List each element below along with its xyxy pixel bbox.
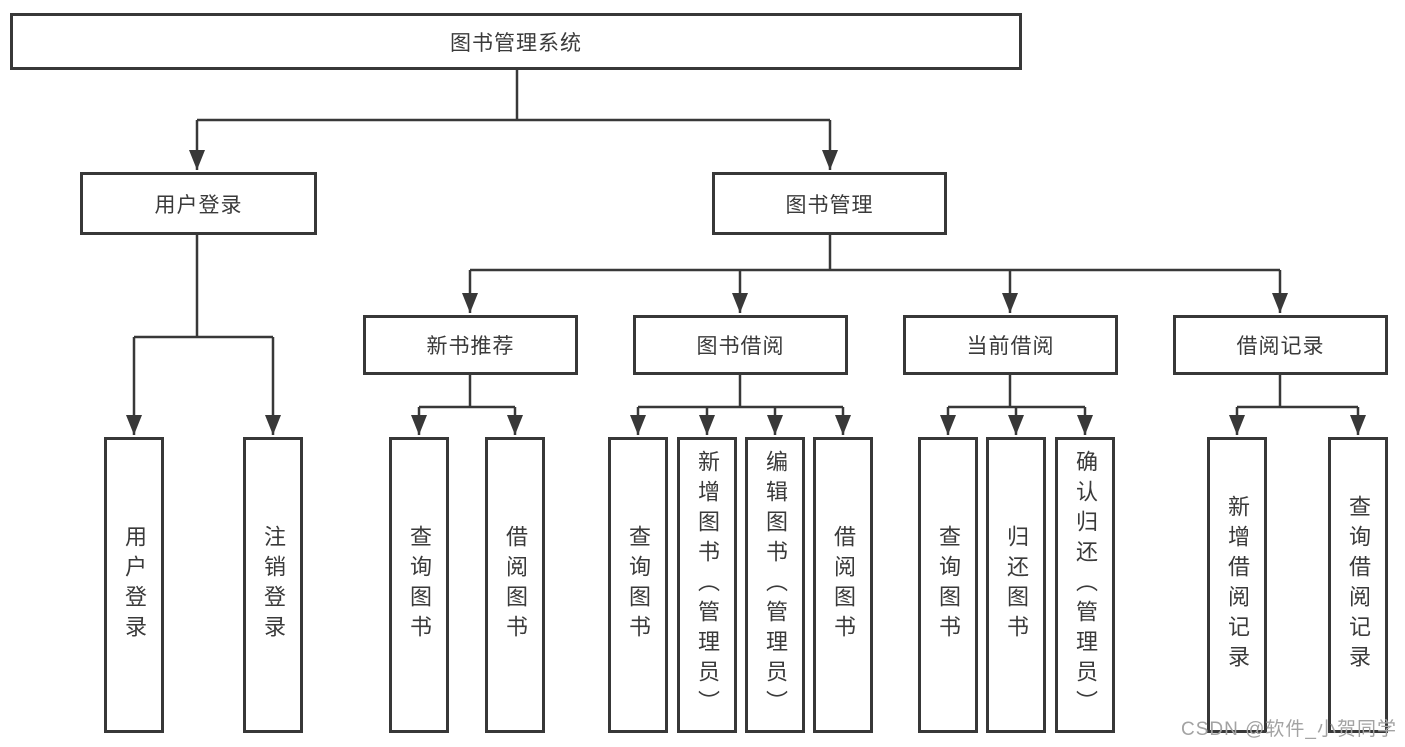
node-new-book-recommend: 新书推荐 [363, 315, 578, 375]
node-leaf-confirm-return-admin: 确认归还（管理员） [1055, 437, 1115, 733]
node-current-borrow: 当前借阅 [903, 315, 1118, 375]
node-leaf-borrow-books: 借阅图书 [813, 437, 873, 733]
tree-edges [126, 70, 1366, 435]
node-leaf-current-query-books: 查询图书 [918, 437, 978, 733]
node-leaf-add-books-admin: 新增图书（管理员） [677, 437, 737, 733]
node-book-management-module: 图书管理 [712, 172, 947, 235]
node-leaf-recommend-borrow-books: 借阅图书 [485, 437, 545, 733]
node-leaf-logout: 注销登录 [243, 437, 303, 733]
node-leaf-return-books: 归还图书 [986, 437, 1046, 733]
node-book-borrow: 图书借阅 [633, 315, 848, 375]
node-leaf-add-borrow-record: 新增借阅记录 [1207, 437, 1267, 733]
node-borrow-records: 借阅记录 [1173, 315, 1388, 375]
node-user-login-module: 用户登录 [80, 172, 317, 235]
node-leaf-borrow-query-books: 查询图书 [608, 437, 668, 733]
node-leaf-query-borrow-record: 查询借阅记录 [1328, 437, 1388, 733]
csdn-watermark: CSDN @软件_小贺同学 [1181, 719, 1397, 740]
node-leaf-user-login: 用户登录 [104, 437, 164, 733]
node-leaf-recommend-query-books: 查询图书 [389, 437, 449, 733]
node-leaf-edit-books-admin: 编辑图书（管理员） [745, 437, 805, 733]
node-root-system: 图书管理系统 [10, 13, 1022, 70]
